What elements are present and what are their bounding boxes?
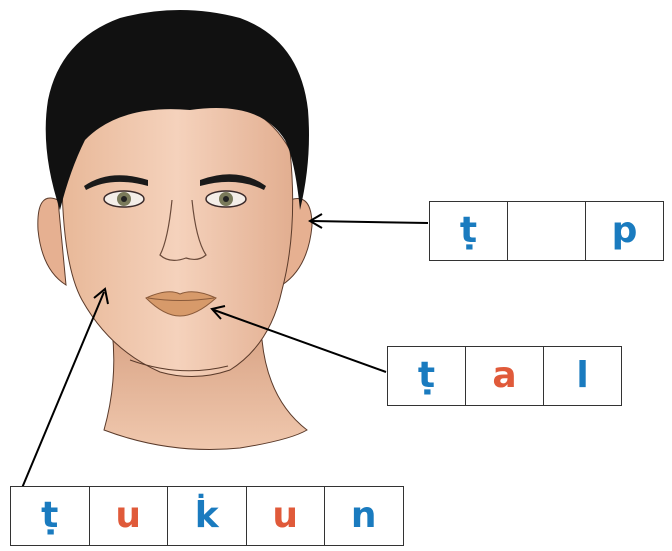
cheek-letter-4: u [247, 487, 325, 545]
lips-word-boxes: ṭ a l [387, 346, 622, 406]
lips-letter-3: l [576, 355, 589, 396]
right-eyebrow [200, 174, 266, 190]
lips [145, 291, 217, 317]
arrow-to-cheek [21, 287, 109, 489]
ear-letter-1: ṭ [430, 202, 508, 260]
lips-letter-1: ṭ [388, 347, 466, 405]
ear-word-boxes: ṭ p [429, 201, 664, 261]
cheek-letter-5: n [350, 495, 377, 536]
cheek-letter-3: k̇ [168, 487, 247, 545]
ear-letter-3: p [611, 210, 638, 251]
left-ear [37, 197, 67, 286]
cheek-letter-2: u [90, 487, 168, 545]
cheek-letter-1: ṭ [11, 487, 90, 545]
face-shape [61, 91, 294, 378]
cheek-word-boxes: ṭ u k̇ u n [10, 486, 404, 546]
nose [159, 199, 207, 261]
lips-letter-2: a [466, 347, 544, 405]
ear-letter-2 [508, 202, 586, 260]
left-eyebrow [84, 175, 148, 190]
arrow-to-ear [308, 213, 429, 229]
hair [45, 10, 309, 210]
arrow-to-lips [210, 305, 387, 373]
